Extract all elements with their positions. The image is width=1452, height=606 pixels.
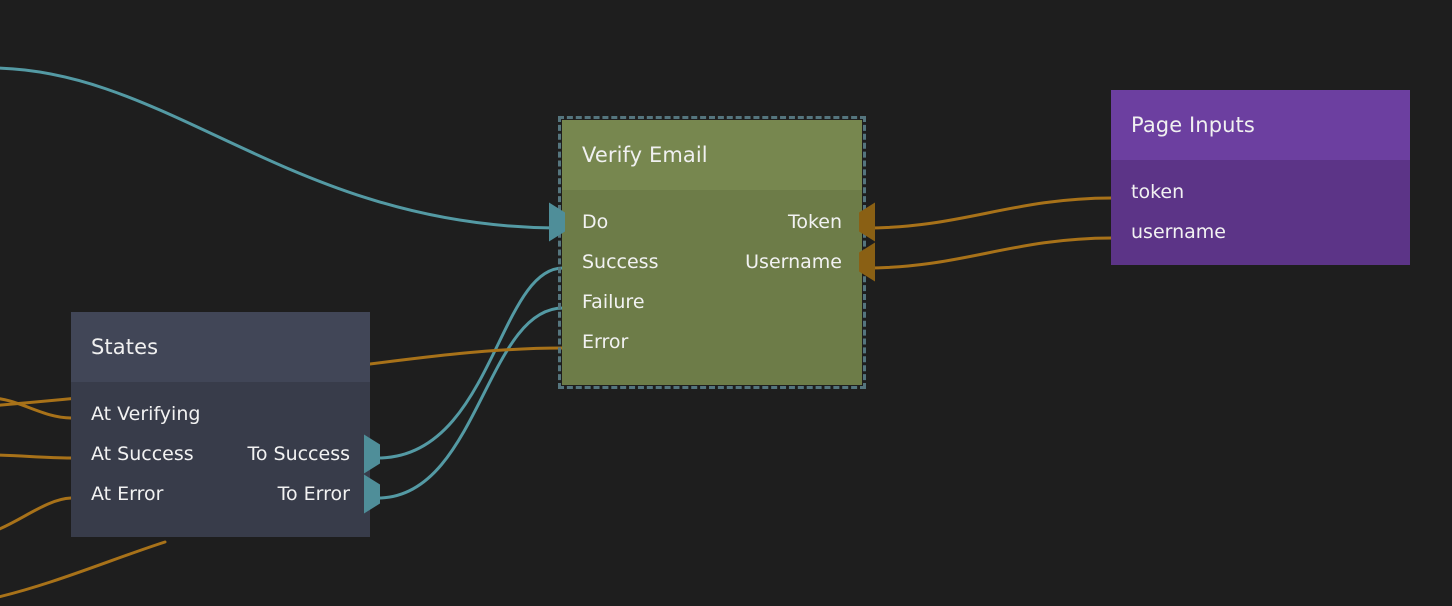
port-row-username[interactable]: username [1111,212,1410,252]
port-to-success-exec-arrow[interactable] [364,434,380,474]
port-label-error: Error [582,330,629,353]
port-label-success: Success [582,250,659,273]
port-label-at-error: At Error [91,482,164,505]
node-states-title: States [91,335,159,359]
node-verify-email-title: Verify Email [582,143,708,167]
wire-offscreen-to-do [0,66,557,230]
port-row-at-verifying[interactable]: At Verifying [71,394,370,434]
wire-offscreen-to-at-error [0,496,73,531]
wire-success-to-to-success [376,266,565,460]
port-row-at-error[interactable]: At Error To Error [71,474,380,514]
node-states-body: At Verifying At Success To Success At Er… [71,382,380,537]
wire-failure-to-to-error [376,306,565,500]
node-page-inputs-title: Page Inputs [1131,113,1255,137]
port-token-data-arrow[interactable] [859,202,875,242]
wire-token-to-token [864,196,1114,230]
port-row-failure[interactable]: Failure [562,282,862,322]
node-verify-email-header[interactable]: Verify Email [562,120,862,190]
port-label-token-output: token [1131,180,1185,203]
node-page-inputs[interactable]: Page Inputs token username [1111,90,1410,265]
node-page-inputs-header[interactable]: Page Inputs [1111,90,1410,160]
port-label-token: Token [787,210,842,233]
node-page-inputs-body: token username [1111,160,1410,265]
port-label-username-output: username [1131,220,1226,243]
port-row-at-success[interactable]: At Success To Success [71,434,380,474]
port-label-at-success: At Success [91,442,194,465]
wire-username-to-username [864,236,1114,270]
port-row-success[interactable]: Success Username [562,242,875,282]
port-do-exec-arrow[interactable] [549,202,565,242]
port-row-error[interactable]: Error [562,322,862,362]
port-label-failure: Failure [582,290,645,313]
node-states[interactable]: States At Verifying At Success To Succes… [71,312,380,537]
port-label-at-verifying: At Verifying [91,402,201,425]
wire-offscreen-to-at-verifying [0,397,73,420]
port-label-username: Username [745,250,842,273]
port-row-token[interactable]: token [1111,172,1410,212]
port-label-to-error: To Error [277,482,350,505]
wire-under-states-to-offscreen [0,540,167,599]
port-to-error-exec-arrow[interactable] [364,474,380,514]
node-verify-email-body: Do Token Success Username [549,190,875,385]
port-label-to-success: To Success [247,442,350,465]
node-states-header[interactable]: States [71,312,370,382]
node-verify-email[interactable]: Verify Email Do Token Success Username [549,116,875,389]
port-row-do[interactable]: Do Token [549,202,875,242]
wire-offscreen-to-at-success [0,453,73,460]
port-username-data-arrow[interactable] [859,242,875,282]
port-label-do: Do [582,210,609,233]
